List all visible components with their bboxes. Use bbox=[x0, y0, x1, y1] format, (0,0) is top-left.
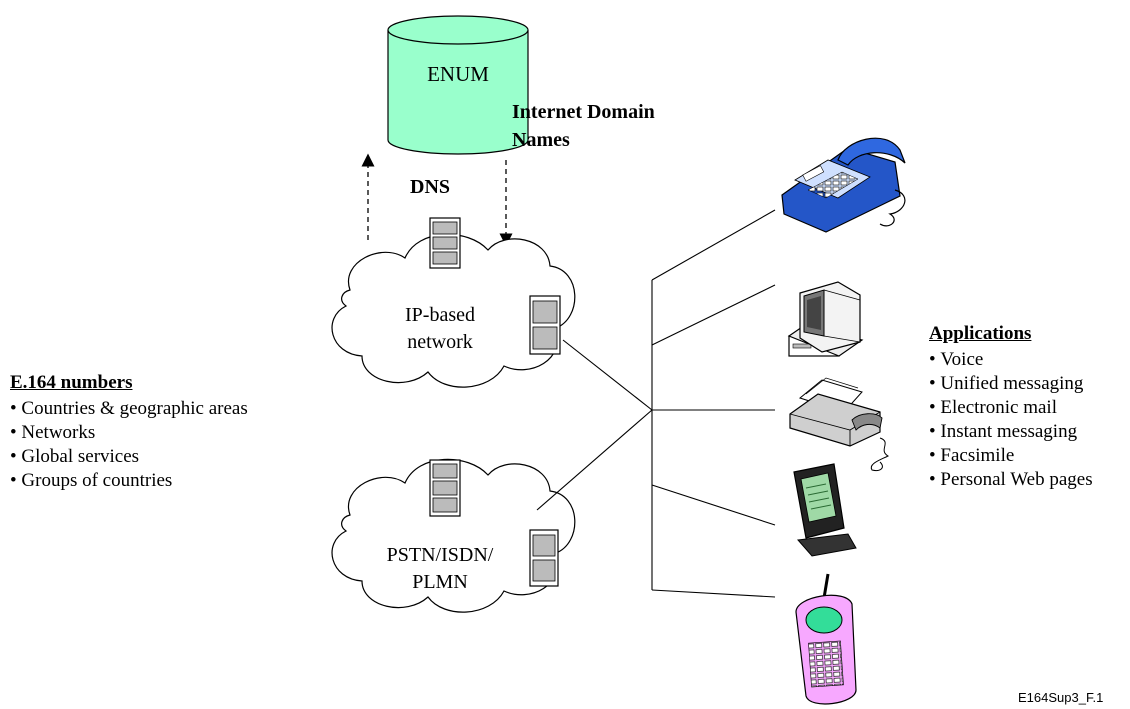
ip-network-line2: network bbox=[407, 331, 473, 353]
enum-database-icon bbox=[387, 15, 529, 155]
applications-heading: Applications bbox=[929, 323, 1032, 344]
list-item: Facsimile bbox=[929, 444, 1093, 468]
ip-network-label: IP-based network bbox=[360, 302, 520, 356]
pda-icon bbox=[793, 463, 857, 557]
dns-label: DNS bbox=[410, 176, 451, 198]
list-item: Unified messaging bbox=[929, 372, 1093, 396]
figure-id: E164Sup3_F.1 bbox=[1018, 690, 1104, 705]
internet-domain-line2: Names bbox=[512, 129, 570, 151]
e164-heading: E.164 numbers bbox=[10, 372, 133, 393]
list-item: Personal Web pages bbox=[929, 468, 1092, 492]
server-icon bbox=[529, 529, 559, 587]
mobile-phone-icon bbox=[795, 573, 857, 705]
list-item: Instant messaging bbox=[929, 420, 1093, 444]
server-icon bbox=[429, 217, 461, 269]
pstn-network-label: PSTN/ISDN/ PLMN bbox=[350, 542, 530, 596]
ip-network-line1: IP-based bbox=[405, 304, 475, 326]
server-icon bbox=[529, 295, 561, 355]
list-item: Countries & geographic areas bbox=[10, 397, 247, 421]
desktop-computer-icon bbox=[787, 281, 864, 357]
list-item: Electronic mail bbox=[929, 396, 1093, 420]
e164-list: Countries & geographic areas Networks Gl… bbox=[10, 397, 248, 493]
internet-domain-line1: Internet Domain bbox=[512, 101, 655, 123]
applications-list: Voice Unified messaging Electronic mail … bbox=[929, 348, 1093, 492]
desk-phone-icon bbox=[781, 137, 906, 233]
list-item: Groups of countries bbox=[10, 469, 248, 493]
fax-machine-icon bbox=[789, 377, 890, 471]
pstn-network-line1: PSTN/ISDN/ bbox=[386, 544, 494, 566]
list-item: Global services bbox=[10, 445, 248, 469]
pstn-network-line2: PLMN bbox=[412, 571, 468, 593]
server-icon bbox=[429, 459, 461, 517]
internet-domain-names-label: Internet Domain Names bbox=[512, 98, 655, 154]
connection-lines bbox=[536, 209, 776, 598]
list-item: Voice bbox=[929, 348, 1093, 372]
enum-label: ENUM bbox=[427, 62, 489, 86]
list-item: Networks bbox=[10, 421, 248, 445]
